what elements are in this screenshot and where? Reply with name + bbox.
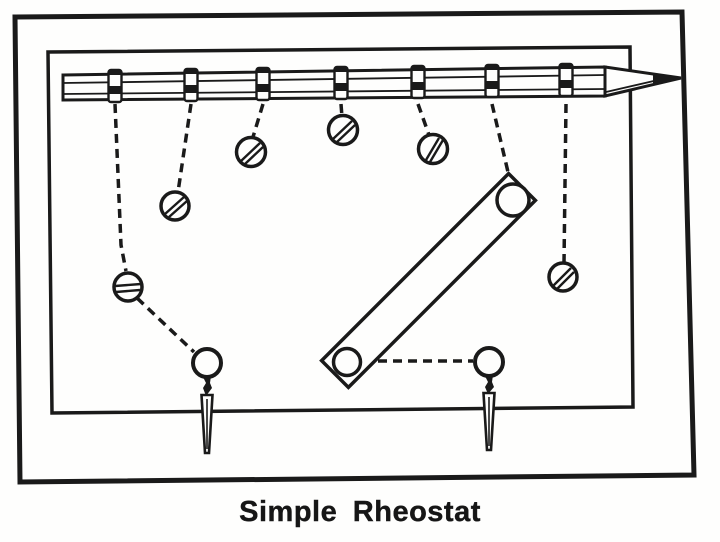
clip-6-rim: [485, 65, 499, 70]
screw-4: [326, 113, 360, 147]
binding-post-right-shank: [485, 375, 494, 394]
wire-clip1-screw1: [113, 103, 128, 272]
screw-6-slot: [552, 267, 572, 287]
screw-1-slot: [115, 288, 141, 294]
clip-7: [558, 62, 574, 98]
binding-post-right: [473, 346, 505, 452]
screw-4-slot: [336, 124, 356, 143]
screw-6-slot: [556, 271, 575, 290]
clip-6: [484, 63, 500, 99]
pencil-cone-facet-line: [605, 79, 659, 93]
binding-post-right-knob: [473, 346, 505, 378]
switch-arm: [319, 171, 538, 390]
rheostat-diagram: [12, 9, 697, 485]
screw-3: [234, 135, 268, 169]
clip-5-wrap: [411, 82, 425, 90]
switch-arm-pivot-circle: [495, 182, 531, 218]
screw-2-slot: [164, 196, 185, 215]
wire-clip6-arm: [490, 103, 510, 173]
binding-post-left-shank: [203, 376, 212, 396]
binding-post-left-knob: [191, 347, 223, 379]
screw-3-slot: [240, 142, 261, 162]
clip-5-rim: [411, 66, 425, 71]
clip-2-wrap: [184, 85, 198, 93]
screw-6: [547, 261, 579, 293]
screw-4-slot: [332, 120, 353, 140]
wire-clip3-screw3: [251, 103, 265, 138]
figure-caption: Simple Rheostat: [239, 496, 481, 528]
clip-4: [333, 65, 349, 101]
outer-frame: [12, 9, 697, 485]
pencil-graphite-tip: [653, 74, 681, 84]
wire-clip4-screw4: [339, 103, 344, 118]
screw-5-slot: [428, 139, 445, 163]
screw-5-slot: [424, 137, 441, 161]
wire-clip7-screw6: [562, 103, 568, 264]
clip-4-wrap: [334, 83, 348, 91]
clip-3-rim: [256, 68, 270, 73]
screw-5: [416, 132, 450, 166]
clip-3: [255, 66, 271, 102]
pencil-clips: [107, 62, 574, 104]
clip-4-rim: [334, 67, 348, 72]
switch-arm-end-circle: [331, 346, 363, 378]
clip-1-wrap: [108, 86, 122, 94]
clip-1-rim: [108, 70, 122, 75]
clip-2: [183, 67, 199, 103]
screw-1-slot: [114, 282, 142, 288]
screw-2: [159, 190, 191, 222]
screw-3-slot: [244, 146, 264, 165]
screw-2-slot: [168, 200, 188, 218]
board: [46, 45, 635, 415]
clip-1: [107, 68, 123, 104]
binding-post-left: [191, 347, 223, 455]
clip-5: [410, 64, 426, 100]
clip-3-wrap: [256, 84, 270, 92]
contact-screws: [112, 113, 579, 303]
wire-screw1-post-left: [135, 296, 196, 354]
pencil-sharpened-cone: [603, 65, 682, 98]
clip-7-wrap: [559, 80, 573, 88]
screw-1: [112, 271, 144, 303]
clip-6-wrap: [485, 81, 499, 89]
clip-7-rim: [559, 64, 573, 69]
clip-2-rim: [184, 69, 198, 74]
screw-1-head: [112, 271, 144, 303]
wires: [113, 103, 568, 363]
wire-clip5-screw5: [416, 103, 431, 136]
